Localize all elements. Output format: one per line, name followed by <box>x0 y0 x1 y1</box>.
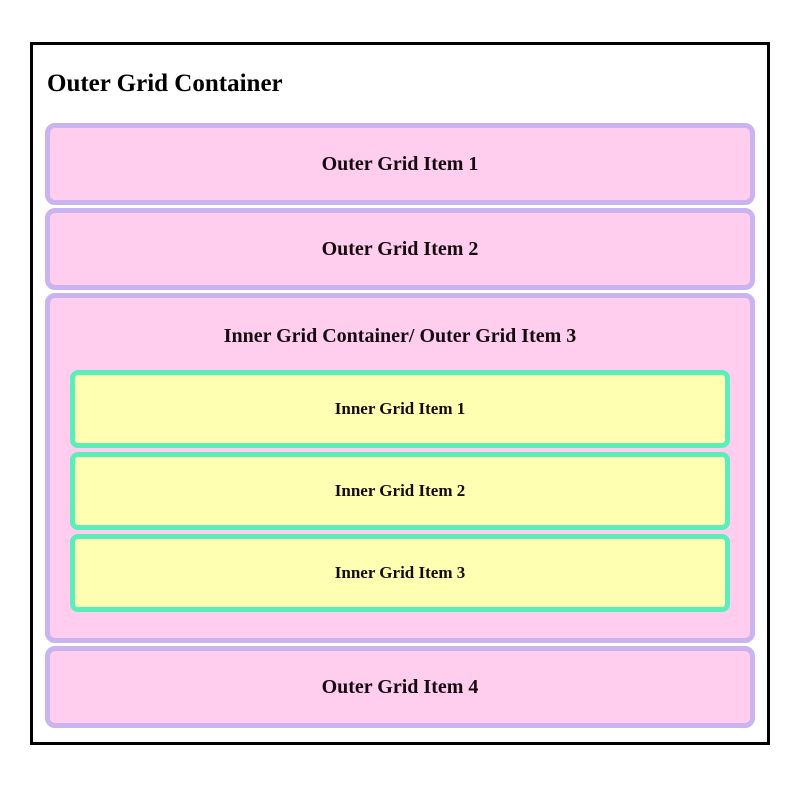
outer-grid-container: Outer Grid Container Outer Grid Item 1 O… <box>30 42 770 745</box>
outer-grid-item-2-label: Outer Grid Item 2 <box>321 237 479 260</box>
inner-grid-item-3: Inner Grid Item 3 <box>70 534 730 612</box>
inner-grid-item-2: Inner Grid Item 2 <box>70 452 730 530</box>
inner-grid-container: Inner Grid Container/ Outer Grid Item 3 … <box>45 293 755 643</box>
outer-grid: Outer Grid Item 1 Outer Grid Item 2 Inne… <box>45 123 755 728</box>
outer-grid-item-1: Outer Grid Item 1 <box>45 123 755 205</box>
inner-grid-item-1: Inner Grid Item 1 <box>70 370 730 448</box>
inner-grid-item-2-label: Inner Grid Item 2 <box>334 481 466 500</box>
outer-grid-item-4-label: Outer Grid Item 4 <box>321 675 479 698</box>
inner-grid-item-1-label: Inner Grid Item 1 <box>334 399 466 418</box>
outer-grid-container-title: Outer Grid Container <box>47 70 283 97</box>
outer-grid-item-4: Outer Grid Item 4 <box>45 646 755 728</box>
inner-grid: Inner Grid Item 1 Inner Grid Item 2 Inne… <box>70 370 730 612</box>
outer-grid-item-2: Outer Grid Item 2 <box>45 208 755 290</box>
inner-grid-item-3-label: Inner Grid Item 3 <box>334 563 466 582</box>
outer-grid-item-1-label: Outer Grid Item 1 <box>321 152 479 175</box>
inner-grid-container-heading: Inner Grid Container/ Outer Grid Item 3 <box>223 325 577 347</box>
